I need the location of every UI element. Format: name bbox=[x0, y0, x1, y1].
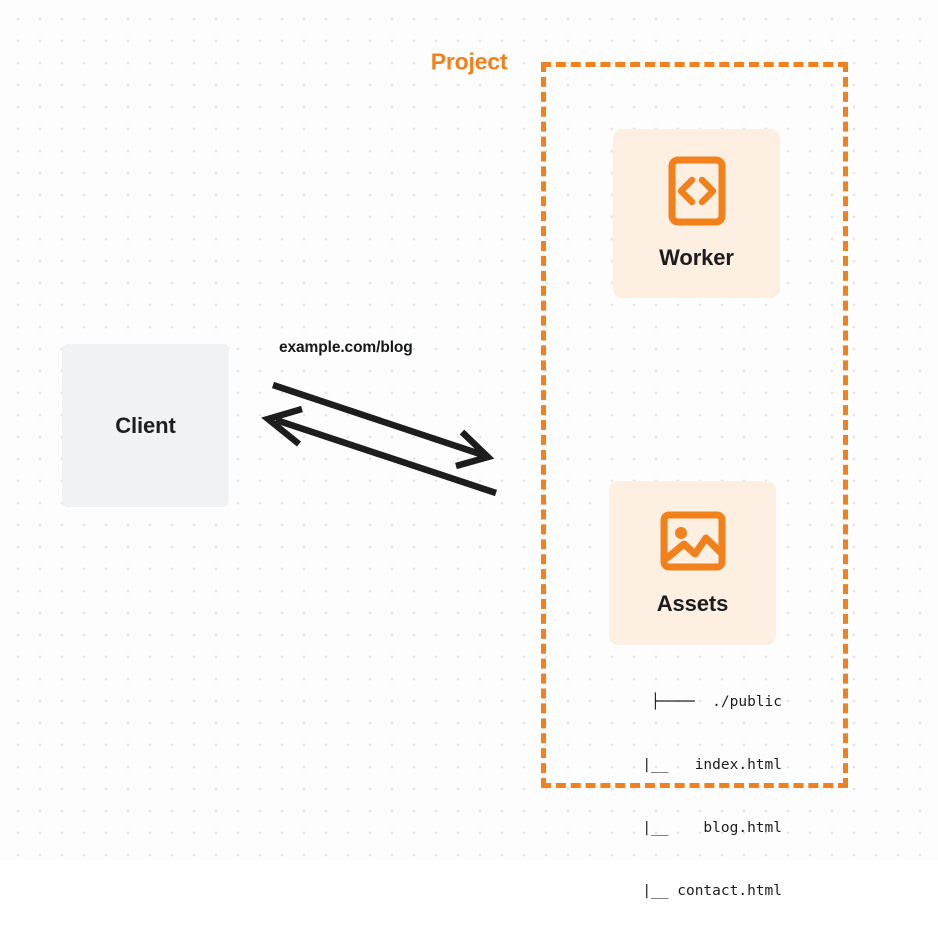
project-boundary bbox=[541, 62, 848, 788]
assets-card-label: Assets bbox=[656, 590, 729, 616]
file-tree-row: |__ index.html bbox=[616, 757, 782, 773]
worker-card[interactable]: Worker bbox=[613, 129, 780, 298]
client-node-label: Client bbox=[115, 412, 176, 438]
client-node[interactable]: Client bbox=[62, 344, 229, 507]
project-boundary-label: Project bbox=[423, 50, 515, 74]
worker-card-label: Worker bbox=[659, 245, 734, 270]
file-tree-row: |__ blog.html bbox=[616, 820, 782, 836]
request-arrow bbox=[271, 381, 495, 470]
file-tree-row: |__ contact.html bbox=[616, 883, 782, 899]
response-arrow bbox=[261, 405, 498, 497]
file-tree-row: ├──── ./public bbox=[651, 694, 782, 710]
assets-card[interactable]: Assets bbox=[609, 481, 776, 645]
diagram-canvas: Client example.com/blog Project bbox=[0, 0, 938, 899]
image-icon bbox=[660, 510, 726, 577]
code-brackets-icon bbox=[668, 156, 726, 231]
request-url-label: example.com/blog bbox=[279, 339, 413, 356]
asset-file-tree: ├──── ./public |__ index.html |__ blog.h… bbox=[586, 650, 782, 944]
